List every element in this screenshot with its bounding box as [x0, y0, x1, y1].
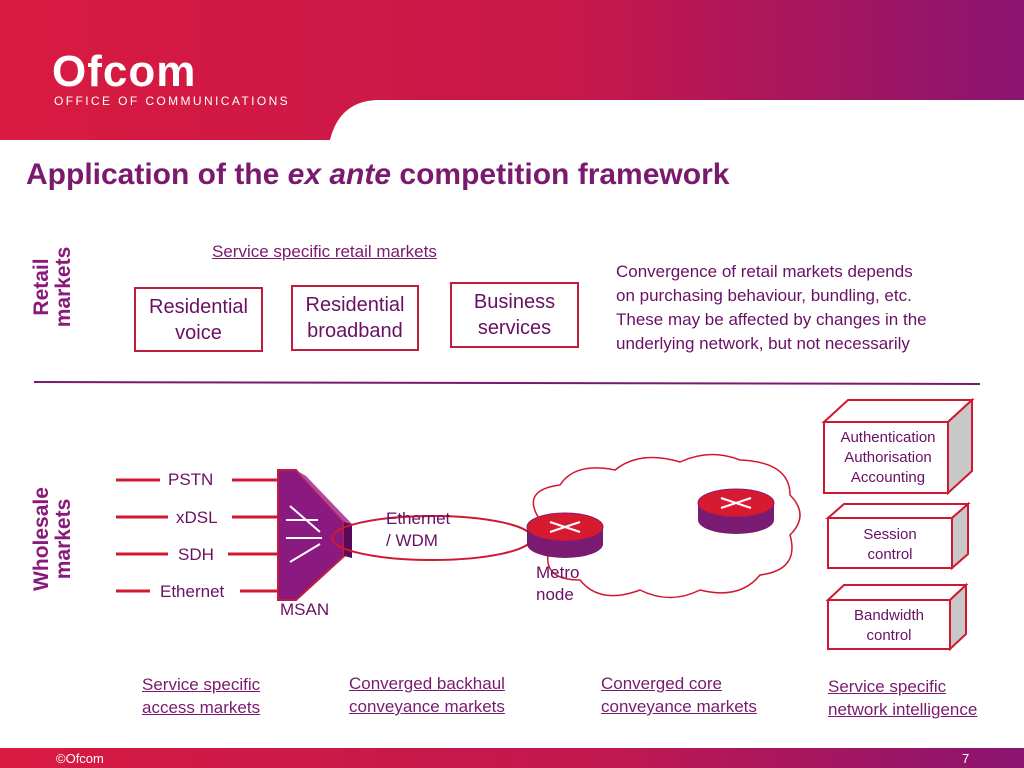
ofcom-logo-subtitle: OFFICE OF COMMUNICATIONS [54, 94, 291, 108]
cube-bandwidth [825, 582, 969, 652]
market-label-line2: conveyance markets [349, 697, 505, 716]
market-label-core: Converged core conveyance markets [601, 672, 757, 718]
msan-label: MSAN [280, 600, 330, 619]
access-label-xdsl: xDSL [176, 508, 218, 527]
cube-aaa [821, 397, 975, 496]
market-label-access: Service specific access markets [142, 673, 260, 719]
wholesale-label-line2: markets [52, 498, 75, 580]
retail-box-line1: Residential [305, 294, 405, 316]
access-label-ethernet: Ethernet [160, 582, 225, 601]
cube-label-line: Accounting [850, 469, 926, 486]
note-line: These may be affected by changes in the [616, 310, 927, 329]
cube-bandwidth-label: Bandwidth control [828, 606, 950, 646]
footer-copyright: ©Ofcom [56, 751, 104, 766]
retail-box-residential-voice: Residential voice [134, 287, 263, 352]
metro-node-label: Metro node [536, 562, 579, 606]
note-line: Convergence of retail markets depends [616, 262, 913, 281]
market-label-line1: Service specific [828, 677, 947, 696]
page-number: 7 [962, 751, 970, 766]
market-label-line1: Service specific [142, 675, 261, 694]
divider-line [33, 381, 981, 385]
cube-aaa-label: Authentication Authorisation Accounting [824, 428, 952, 488]
retail-convergence-note: Convergence of retail markets depends on… [616, 260, 1016, 356]
backhaul-label-line2: / WDM [386, 531, 438, 550]
title-italic: ex ante [287, 158, 392, 191]
retail-box-line1: Business [473, 291, 556, 313]
market-label-line2: network intelligence [828, 700, 978, 719]
note-line: on purchasing behaviour, bundling, etc. [616, 286, 912, 305]
title-part-3: competition framework [391, 158, 730, 191]
retail-box-residential-broadband: Residential broadband [291, 285, 419, 351]
wholesale-markets-label: Wholesale markets [30, 482, 75, 596]
market-label-line1: Converged core [601, 674, 722, 693]
footer-bar [0, 748, 1024, 768]
cube-session-label: Session control [828, 525, 952, 565]
slide-title: Application of the ex ante competition f… [26, 158, 729, 192]
title-part-1: Application of the [26, 158, 288, 191]
retail-box-line2: broadband [307, 320, 403, 342]
retail-markets-heading: Service specific retail markets [212, 242, 437, 261]
cube-label-line: control [867, 546, 913, 563]
access-label-sdh: SDH [178, 545, 214, 564]
header-banner [0, 0, 1024, 140]
cube-label-line: Bandwidth [853, 607, 925, 624]
cube-label-line: Authorisation [844, 449, 932, 466]
backhaul-label: Ethernet / WDM [386, 508, 450, 552]
wholesale-label-line1: Wholesale [30, 487, 53, 591]
cube-label-line: control [866, 627, 912, 644]
market-label-line2: access markets [142, 698, 261, 717]
metro-router-icon [526, 512, 604, 558]
retail-box-line2: voice [175, 321, 222, 344]
market-label-line2: conveyance markets [601, 697, 757, 716]
cube-label-line: Authentication [840, 429, 936, 446]
access-label-pstn: PSTN [168, 470, 214, 489]
market-label-backhaul: Converged backhaul conveyance markets [349, 672, 505, 718]
note-line: underlying network, but not necessarily [616, 334, 910, 353]
market-label-line1: Converged backhaul [349, 674, 505, 693]
cube-label-line: Session [863, 526, 917, 543]
metro-label-line2: node [536, 585, 574, 604]
msan-device [277, 469, 352, 601]
backhaul-label-line1: Ethernet [386, 509, 451, 528]
retail-box-line2: services [477, 317, 552, 339]
market-label-intelligence: Service specific network intelligence [828, 675, 977, 721]
retail-box-line1: Residential [149, 295, 248, 318]
cube-session [825, 501, 971, 571]
core-router-icon [697, 488, 775, 534]
metro-label-line1: Metro [536, 563, 580, 582]
retail-box-business-services: Business services [450, 282, 579, 348]
ofcom-logo: Ofcom [52, 47, 197, 96]
